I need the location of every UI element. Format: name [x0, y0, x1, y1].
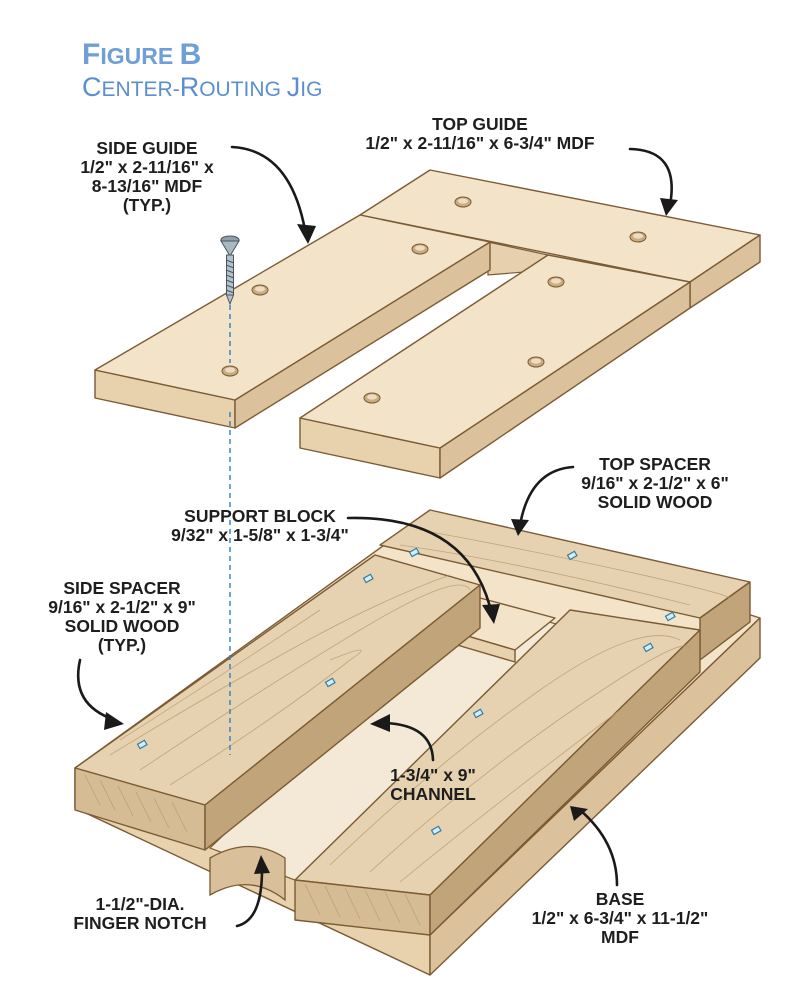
- brad-nails: [136, 547, 676, 836]
- support-block-leader: [346, 516, 494, 617]
- side-spacer-leader: [76, 658, 117, 722]
- arrowhead-icon: [297, 224, 316, 244]
- finger-notch-name: FINGER NOTCH: [73, 913, 206, 933]
- channel-name: CHANNEL: [390, 784, 476, 804]
- hole-inner: [367, 394, 377, 400]
- top-spacer-leader: [518, 465, 575, 527]
- callout-side-spacer: SIDE SPACER 9/16" x 2-1/2" x 9" SOLID WO…: [48, 578, 196, 655]
- side-spacer-name: SIDE SPACER: [63, 578, 181, 598]
- hole-inner: [255, 286, 265, 292]
- callout-side-guide: SIDE GUIDE 1/2" x 2-11/16" x 8-13/16" MD…: [80, 138, 214, 215]
- hole-inner: [225, 367, 235, 373]
- base-name: BASE: [596, 889, 645, 909]
- arrowhead-icon: [660, 198, 678, 216]
- right-spacer-grain: [329, 635, 691, 883]
- callout-channel: 1-3/4" x 9" CHANNEL: [390, 765, 476, 804]
- base-side-face: [429, 617, 761, 976]
- nail-icon: [642, 642, 654, 653]
- hole-inner: [551, 278, 561, 284]
- callout-top-guide: TOP GUIDE 1/2" x 2-11/16" x 6-3/4" MDF: [365, 114, 594, 153]
- arrowhead-icon: [511, 519, 529, 536]
- left-spacer-side-face: [204, 584, 481, 851]
- left-spacer-endgrain: [84, 774, 188, 833]
- top-spacer-grain: [399, 529, 731, 606]
- top-guide-dims: 1/2" x 2-11/16" x 6-3/4" MDF: [365, 133, 594, 153]
- callout-top-spacer: TOP SPACER 9/16" x 2-1/2" x 6" SOLID WOO…: [581, 454, 729, 512]
- side-spacer-material: SOLID WOOD: [65, 616, 180, 636]
- left-guide-top-face: [94, 214, 491, 401]
- figure-title: CENTER-ROUTING JIG: [82, 72, 322, 102]
- right-guide-top-face: [299, 254, 691, 449]
- channel-dims: 1-3/4" x 9": [390, 765, 476, 785]
- top-spacer-material: SOLID WOOD: [598, 492, 713, 512]
- nail-icon: [408, 547, 420, 558]
- side-guide-dims-line2: 8-13/16" MDF: [92, 176, 203, 196]
- nail-icon: [566, 550, 578, 561]
- callout-finger-notch: 1-1/2"-DIA. FINGER NOTCH: [73, 894, 206, 933]
- base-leader: [578, 808, 619, 887]
- right-spacer-side-face: [429, 629, 701, 936]
- side-spacer-note: (TYP.): [98, 635, 146, 655]
- nail-icon: [324, 677, 336, 688]
- hole-inner: [633, 233, 643, 239]
- left-side-guide: [94, 214, 491, 429]
- base-dims: 1/2" x 6-3/4" x 11-1/2": [532, 908, 709, 928]
- side-guide-note: (TYP.): [123, 195, 171, 215]
- nail-icon: [664, 611, 676, 622]
- top-spacer: [379, 509, 751, 661]
- upper-assembly: [94, 169, 761, 479]
- leader-arrows: [76, 145, 678, 928]
- side-spacer-dims: 9/16" x 2-1/2" x 9": [48, 597, 196, 617]
- nail-icon: [362, 573, 374, 584]
- arrowhead-icon: [254, 855, 270, 874]
- screw-icon: [220, 235, 240, 306]
- hole-inner: [531, 358, 541, 364]
- finger-notch: [209, 845, 286, 902]
- arrowhead-icon: [104, 712, 124, 730]
- lower-assembly: [74, 509, 761, 976]
- top-spacer-name: TOP SPACER: [599, 454, 711, 474]
- left-spacer-grain: [109, 574, 471, 786]
- hole-inner: [458, 198, 468, 204]
- channel-leader: [383, 721, 435, 762]
- callout-support-block: SUPPORT BLOCK 9/32" x 1-5/8" x 1-3/4": [171, 506, 349, 545]
- figure-title-block: FIGURE B CENTER-ROUTING JIG: [82, 38, 322, 102]
- top-guide: [359, 169, 761, 309]
- nail-icon: [136, 739, 148, 750]
- side-guide-name: SIDE GUIDE: [96, 138, 197, 158]
- right-spacer-endgrain: [304, 883, 421, 926]
- left-side-spacer: [74, 554, 481, 851]
- finger-notch-leader: [235, 868, 264, 928]
- figure-label: FIGURE B: [82, 38, 201, 71]
- right-side-guide: [299, 254, 691, 479]
- right-side-spacer: [294, 609, 701, 936]
- base-material: MDF: [601, 927, 639, 947]
- support-block-name: SUPPORT BLOCK: [184, 506, 336, 526]
- support-block-dims: 9/32" x 1-5/8" x 1-3/4": [171, 525, 349, 545]
- top-spacer-dims: 9/16" x 2-1/2" x 6": [581, 473, 729, 493]
- nail-icon: [430, 825, 442, 836]
- side-guide-dims-line1: 1/2" x 2-11/16" x: [80, 157, 214, 177]
- top-guide-leader: [628, 147, 673, 207]
- arrowhead-icon: [570, 806, 588, 821]
- callout-base: BASE 1/2" x 6-3/4" x 11-1/2" MDF: [532, 889, 709, 947]
- top-guide-name: TOP GUIDE: [432, 114, 528, 134]
- nail-icon: [472, 708, 484, 719]
- arrowhead-icon: [482, 604, 500, 624]
- side-guide-leader: [230, 145, 307, 232]
- finger-notch-dims: 1-1/2"-DIA.: [95, 894, 184, 914]
- hole-inner: [415, 245, 425, 251]
- arrowhead-icon: [370, 714, 390, 732]
